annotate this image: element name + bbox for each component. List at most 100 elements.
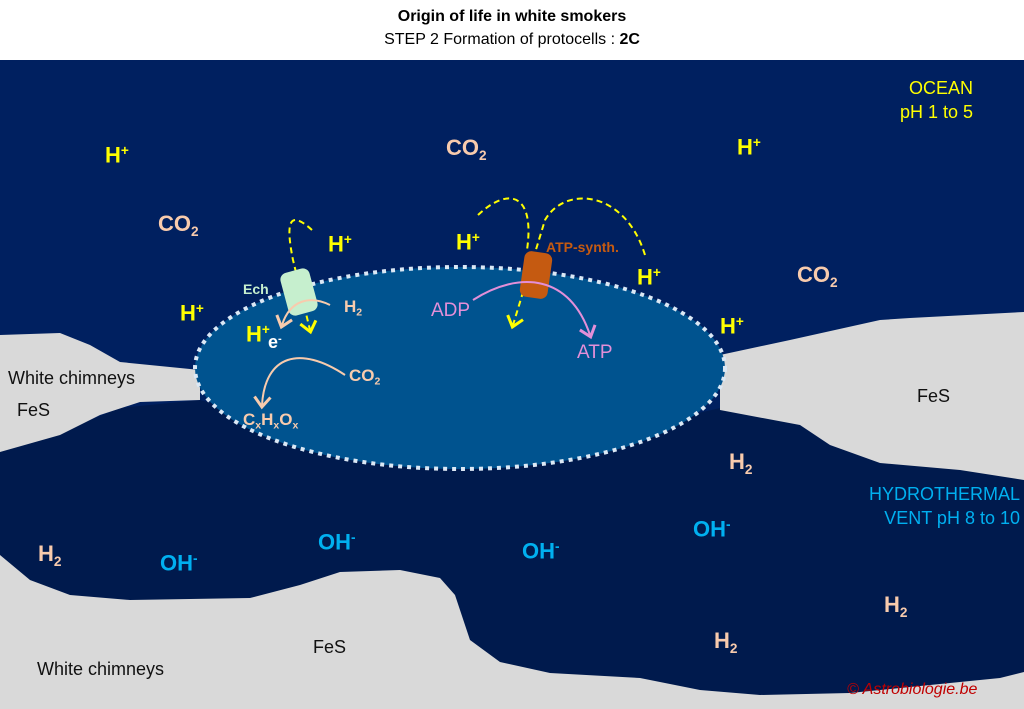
h2-label: H2	[714, 630, 738, 656]
label-text: H	[328, 231, 344, 257]
ocean-ph: pH 1 to 5	[900, 102, 974, 123]
electron-label: e-	[268, 333, 282, 351]
label-text: CO	[158, 211, 191, 236]
hydroxide-label: OH-	[318, 531, 356, 554]
co2-label: CO2	[349, 367, 380, 387]
co2-label: CO2	[797, 262, 838, 290]
protocell[interactable]	[193, 265, 727, 471]
superscript: -	[193, 551, 198, 566]
label-text: H	[637, 264, 653, 290]
superscript: -	[278, 332, 282, 345]
subtitle-text: STEP 2 Formation of protocells :	[384, 31, 620, 48]
h2-label: H2	[884, 592, 908, 620]
ech-label: Ech	[243, 281, 269, 297]
label-text: OH	[318, 529, 351, 555]
label-text: H	[737, 134, 753, 160]
label-text: H	[456, 229, 472, 255]
right-chimney	[720, 312, 1024, 480]
ocean-title: OCEAN	[909, 78, 974, 98]
subscript: 2	[830, 274, 838, 290]
subscript: 2	[374, 375, 381, 388]
h2-label: H2	[729, 449, 753, 477]
label-text: H	[720, 313, 736, 339]
atp-label: ATP	[577, 342, 613, 363]
hydroxide-label: OH-	[160, 552, 198, 575]
label-text: H	[180, 300, 196, 326]
adp-to-atp-arrow	[472, 281, 597, 340]
label-text: H	[884, 592, 900, 617]
step-label: 2C	[619, 31, 640, 48]
superscript: +	[120, 143, 129, 158]
subscript: 2	[729, 640, 738, 656]
label-text: CO	[797, 262, 830, 287]
vent-ph: VENT pH 8 to 10	[884, 508, 1020, 529]
label-text: H	[105, 142, 121, 168]
atp-synthase[interactable]	[519, 250, 553, 299]
left-chimney	[0, 333, 200, 452]
superscript: +	[261, 322, 270, 337]
left-fes-label: FeS	[17, 400, 51, 420]
label-text: H	[729, 449, 745, 474]
proton-label: H+	[105, 144, 129, 167]
proton-label: H+	[328, 233, 352, 256]
superscript: +	[471, 230, 480, 245]
superscript: +	[735, 314, 744, 329]
proton-label: H+	[180, 302, 204, 325]
label-text: H	[38, 541, 54, 566]
subscript: 2	[744, 461, 753, 477]
superscript: +	[195, 301, 204, 316]
proton-label: H+	[637, 266, 661, 289]
co2-reduction-arrow	[253, 357, 346, 410]
h2-label: H2	[344, 298, 362, 318]
ech-channel[interactable]	[279, 267, 319, 317]
co2-label: CO2	[446, 135, 487, 163]
proton-label: H+	[456, 231, 480, 254]
label-text: H	[344, 297, 357, 316]
ech-proton-path	[288, 219, 318, 335]
subscript: x	[255, 419, 262, 432]
left-chimney-label: White chimneys	[8, 368, 136, 388]
label-text: H	[261, 410, 274, 429]
subscript: 2	[479, 147, 487, 163]
right-fes-label: FeS	[917, 386, 951, 406]
ocean-label: OCEAN pH 1 to 5	[900, 76, 973, 125]
h2-to-proton-arrow	[275, 299, 331, 330]
copyright: © Astrobiologie.be	[847, 681, 978, 698]
label-text: OH	[160, 550, 193, 576]
vent-label: HYDROTHERMAL VENT pH 8 to 10	[869, 482, 1020, 531]
label-text: CO	[446, 135, 479, 160]
bottom-fes-label: FeS	[313, 637, 347, 657]
bottom-chimney-label: White chimneys	[37, 659, 165, 679]
superscript: +	[343, 232, 352, 247]
proton-label: H+	[720, 315, 744, 338]
vent-title: HYDROTHERMAL	[868, 484, 1020, 504]
diagram-title: Origin of life in white smokers	[397, 8, 627, 25]
atp-proton-path-1	[477, 197, 530, 251]
label-text: O	[279, 410, 293, 429]
atp-proton-path-2	[506, 197, 646, 330]
subscript: 2	[53, 553, 62, 569]
hydroxide-label: OH-	[522, 540, 560, 563]
label-text: e	[268, 332, 279, 352]
superscript: +	[652, 265, 661, 280]
adp-label: ADP	[431, 300, 471, 321]
proton-label: H+	[246, 323, 270, 346]
subscript: x	[273, 419, 280, 432]
superscript: -	[726, 517, 731, 532]
label-text: CO	[349, 366, 375, 385]
subscript: x	[292, 419, 299, 432]
atp-synthase-label: ATP-synth.	[546, 239, 619, 255]
hydroxide-label: OH-	[693, 518, 731, 541]
proton-label: H+	[737, 136, 761, 159]
label-text: H	[246, 321, 262, 347]
bottom-chimney	[0, 555, 1024, 709]
label-text: C	[243, 410, 256, 429]
superscript: -	[351, 530, 356, 545]
label-text: OH	[522, 538, 555, 564]
h2-label: H2	[38, 541, 62, 569]
superscript: -	[555, 539, 560, 554]
subscript: 2	[356, 306, 363, 319]
subscript: 2	[899, 604, 908, 620]
label-text: OH	[693, 516, 726, 542]
